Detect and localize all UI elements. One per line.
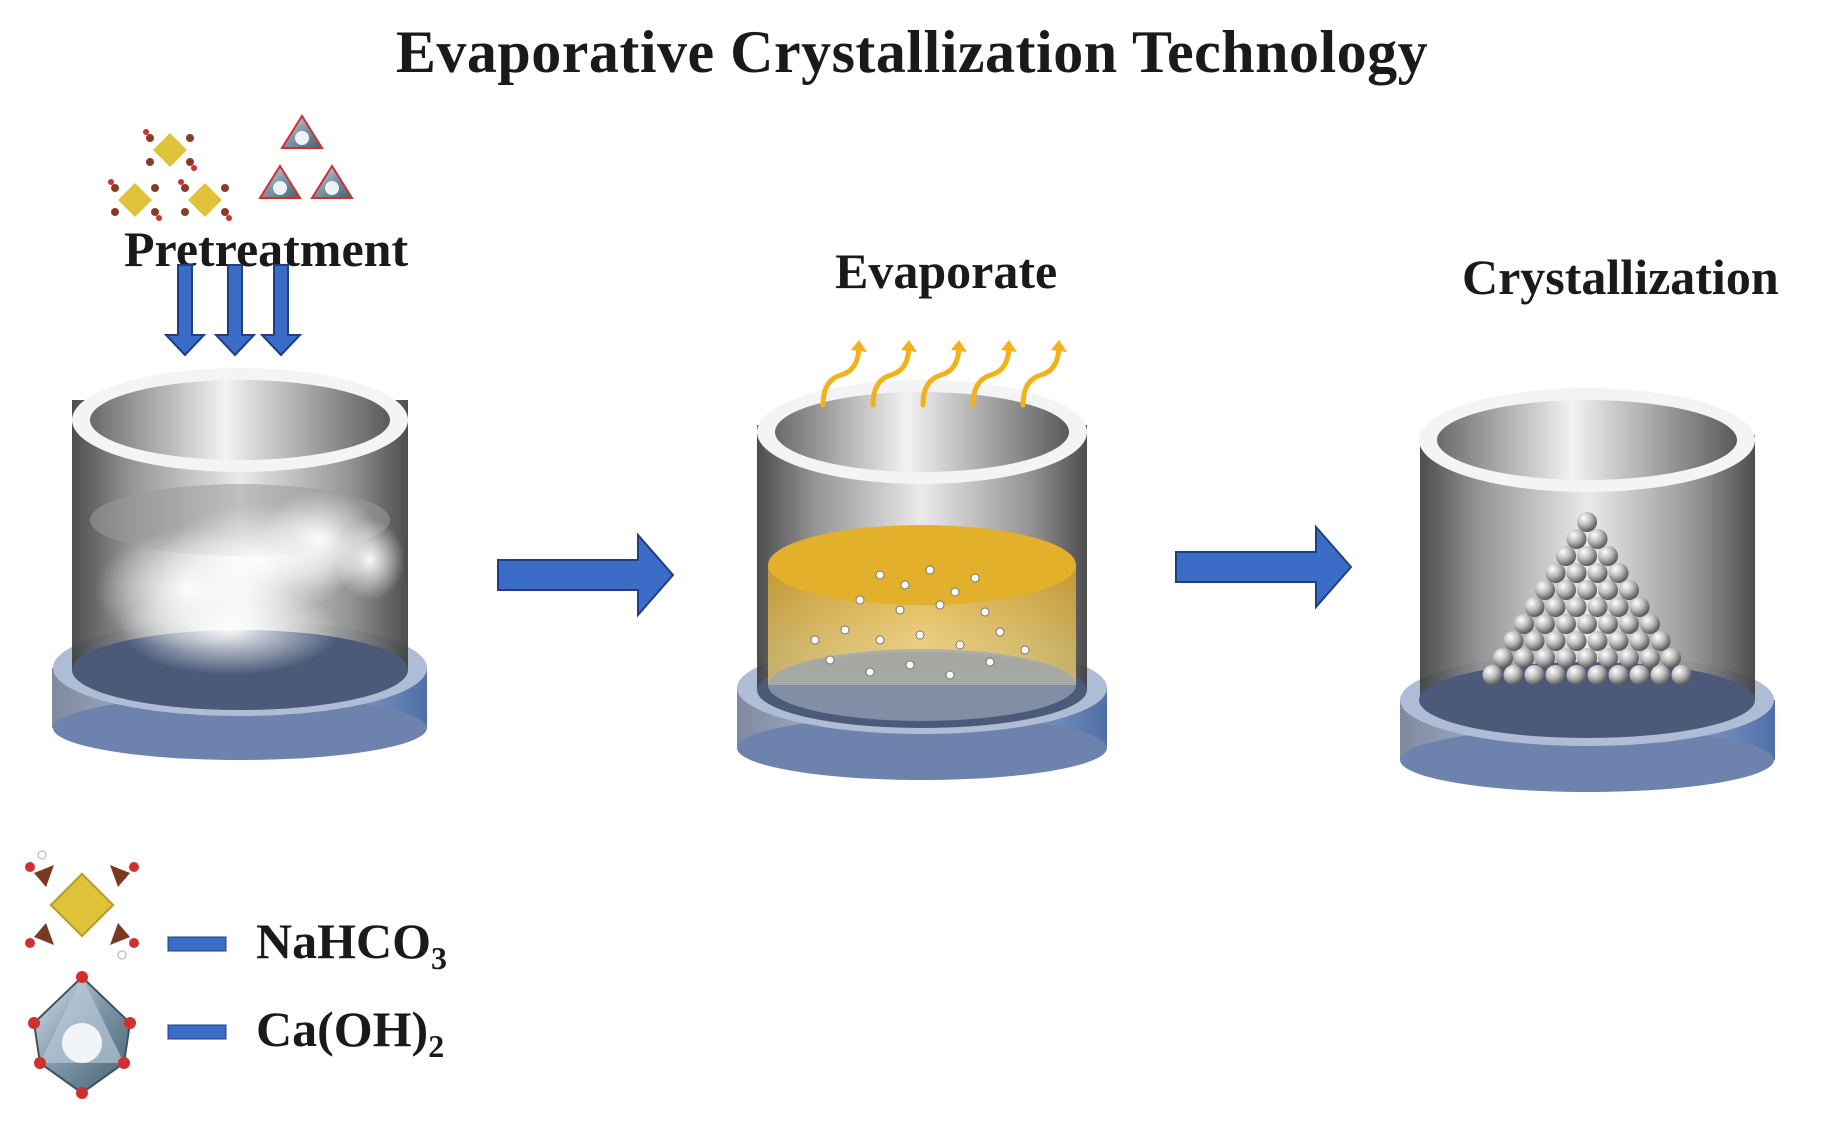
crystal-ball <box>1556 614 1576 634</box>
legend-label-nahco3: NaHCO3 <box>256 912 447 977</box>
smoke-cloud <box>95 490 405 675</box>
legend-subscript-nahco3: 3 <box>431 940 447 976</box>
crystal-ball <box>1587 597 1608 617</box>
crystal-ball <box>1524 665 1545 685</box>
legend-caoh2-icon <box>28 971 136 1099</box>
vapor-arrowheads <box>851 340 1067 352</box>
crystal-ball <box>1577 512 1597 532</box>
crystal-ball <box>1577 580 1597 600</box>
crystal-ball <box>1608 597 1629 617</box>
crystal-ball <box>1493 648 1513 668</box>
crystal-ball <box>1587 563 1608 583</box>
diagram-title: Evaporative Crystallization Technology <box>395 19 1429 85</box>
crystal-ball <box>1640 648 1660 668</box>
crystal-ball <box>1598 614 1618 634</box>
crystal-ball <box>1535 614 1555 634</box>
crystal-ball <box>1535 648 1555 668</box>
crystal-ball <box>1598 648 1618 668</box>
crystal-ball <box>1556 580 1576 600</box>
crystal-pyramid <box>1482 512 1692 685</box>
crystal-ball <box>1587 631 1608 651</box>
crystal-ball <box>1650 631 1671 651</box>
crystal-ball <box>1566 529 1587 549</box>
crystal-ball <box>1661 648 1681 668</box>
stage-label-evaporate: Evaporate <box>835 243 1058 299</box>
legend-subscript-caoh2: 2 <box>428 1028 445 1064</box>
vessel-evaporate <box>737 380 1107 780</box>
crystal-ball <box>1566 665 1587 685</box>
crystal-ball <box>1608 631 1629 651</box>
crystal-ball <box>1650 665 1671 685</box>
caoh2-octahedra-small <box>258 114 354 199</box>
crystal-ball <box>1524 631 1545 651</box>
stage-label-crystallization: Crystallization <box>1462 249 1779 305</box>
process-arrow-2 <box>1175 524 1353 610</box>
crystal-ball <box>1566 563 1587 583</box>
crystal-ball <box>1587 665 1608 685</box>
pretreatment-arrows <box>163 264 303 357</box>
crystal-ball <box>1566 597 1587 617</box>
crystal-ball <box>1629 665 1650 685</box>
crystal-ball <box>1545 563 1566 583</box>
vessel-pretreatment <box>52 368 427 760</box>
dissolved-particles <box>810 565 1030 680</box>
crystal-ball <box>1577 614 1597 634</box>
crystal-ball <box>1608 665 1629 685</box>
crystal-ball <box>1482 665 1503 685</box>
crystal-ball <box>1556 648 1576 668</box>
crystal-ball <box>1545 631 1566 651</box>
crystal-ball <box>1619 648 1639 668</box>
legend-formula-nahco3: NaHCO <box>256 913 431 969</box>
crystal-ball <box>1503 665 1524 685</box>
crystal-ball <box>1629 597 1650 617</box>
crystal-ball <box>1556 546 1576 566</box>
crystal-ball <box>1524 597 1545 617</box>
legend-nahco3-icon <box>25 850 139 960</box>
crystal-ball <box>1598 546 1618 566</box>
crystal-ball <box>1587 529 1608 549</box>
crystal-ball <box>1566 631 1587 651</box>
legend-dash-nahco3 <box>167 936 227 952</box>
crystal-ball <box>1608 563 1629 583</box>
process-arrow-1 <box>497 532 675 618</box>
legend-label-caoh2: Ca(OH)2 <box>256 1000 444 1065</box>
crystal-ball <box>1619 580 1639 600</box>
crystal-ball <box>1598 580 1618 600</box>
stage-label-pretreatment: Pretreatment <box>124 221 409 277</box>
vapor-arrows <box>820 342 1062 408</box>
crystal-ball <box>1545 665 1566 685</box>
crystal-ball <box>1577 648 1597 668</box>
legend-dash-caoh2 <box>167 1024 227 1040</box>
crystal-ball <box>1545 597 1566 617</box>
legend-formula-caoh2: Ca(OH) <box>256 1001 429 1057</box>
crystal-ball <box>1629 631 1650 651</box>
crystal-ball <box>1503 631 1524 651</box>
crystal-ball <box>1514 648 1534 668</box>
crystal-ball <box>1577 546 1597 566</box>
crystal-ball <box>1640 614 1660 634</box>
crystal-ball <box>1535 580 1555 600</box>
vessel-crystallization <box>1400 388 1775 792</box>
crystal-ball <box>1619 614 1639 634</box>
crystal-ball <box>1671 665 1692 685</box>
nahco3-molecules-small <box>108 129 232 221</box>
crystal-ball <box>1514 614 1534 634</box>
